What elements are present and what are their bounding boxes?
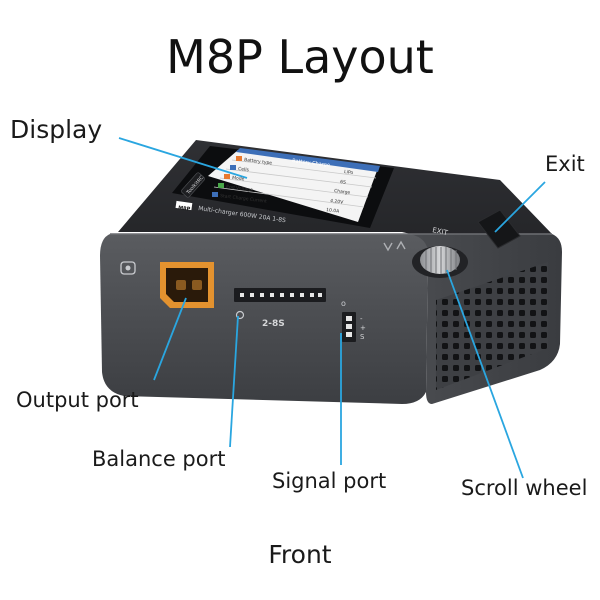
label-balance-port: Balance port [92,447,226,471]
label-scroll-wheel: Scroll wheel [461,476,588,500]
leader-balance [229,315,239,448]
screen-rows: Battery type LiPo Cells 6S Mode Charge E… [220,157,354,215]
leader-exit [494,181,546,233]
logo-badge [181,172,205,198]
output-port-xt60[interactable] [160,262,214,308]
signal-pin-label: + [360,324,366,332]
screen-row-label: End Voltage [226,184,254,193]
balance-port[interactable] [234,288,326,302]
leader-output [153,297,187,381]
signal-port[interactable] [342,312,356,342]
balance-port-label: 2-8S [262,319,285,329]
page-title: M8P Layout [166,30,434,84]
screen-row-value: LiPo [344,169,354,176]
screen-row-icons [212,156,242,197]
power-symbol-icon [120,261,136,275]
screen-row-lines [213,159,377,208]
leader-display [118,137,248,179]
leader-scroll [446,269,524,479]
screen-row-value: Charge [334,188,351,196]
signal-pin-label: S [360,333,365,341]
side-vents [436,262,548,390]
screen-row-label: Start Charge Current [220,193,268,205]
model-badge-text: M8P [178,205,191,213]
nav-arrows [383,240,406,252]
screen-header-bar [236,148,380,172]
screen-row-label: Mode [232,175,245,182]
signal-port-top-mark: o [341,299,346,308]
scroll-wheel[interactable] [412,246,468,278]
label-output-port: Output port [16,388,139,412]
screen-panel [208,150,378,222]
screen-row-value: 10.0A [326,207,341,215]
device-exit-label: EXIT [432,226,450,237]
signal-port-pins: - + S [360,315,366,341]
view-caption: Front [268,540,332,569]
screen-row-label: Cells [238,166,250,173]
screen-header-text: Battery Charge [292,158,330,169]
screen-row-label: Battery type [244,157,273,166]
balance-port-marker-icon [235,310,245,320]
leader-lines [118,137,546,479]
label-display: Display [10,115,103,144]
model-badge [175,200,193,211]
label-signal-port: Signal port [272,469,387,493]
signal-pin-label: - [360,315,363,323]
label-exit: Exit [545,152,585,176]
screen-row-value: 4.20V [330,198,345,206]
screen-row-value: 6S [340,179,347,186]
